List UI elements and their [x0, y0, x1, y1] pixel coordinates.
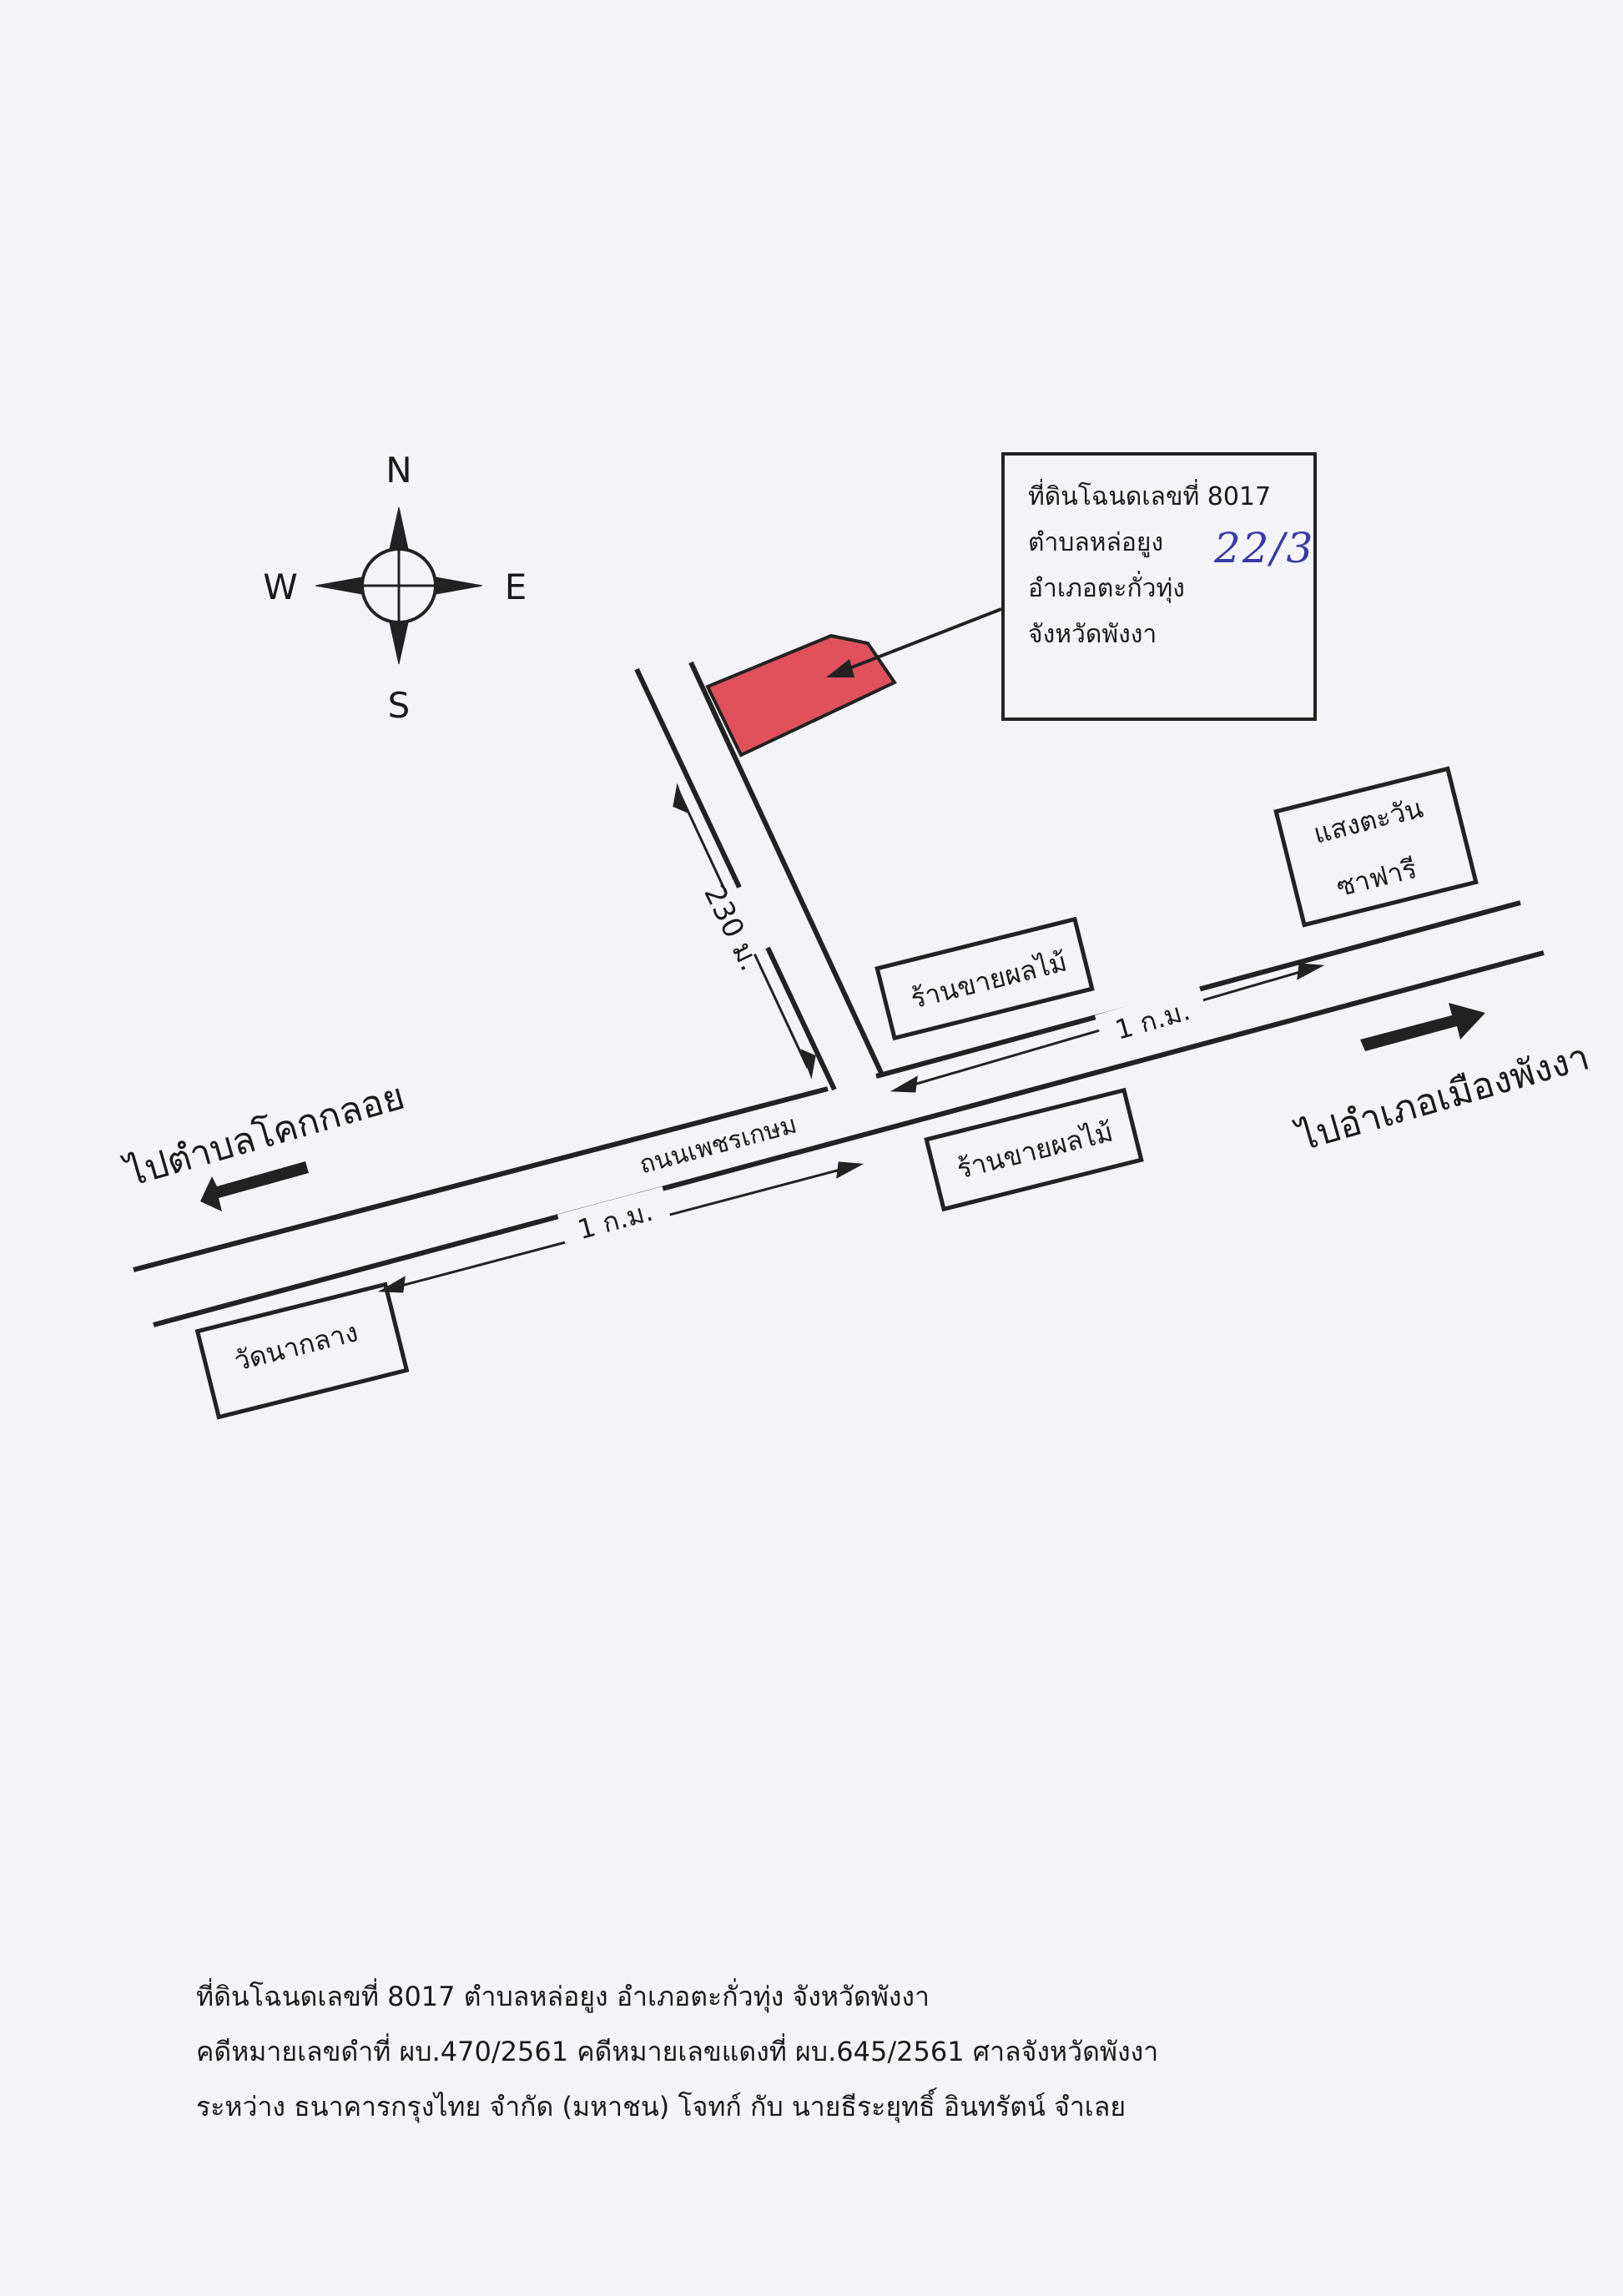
west-direction-arrow	[200, 1161, 309, 1211]
handwritten-number: 22/3	[1214, 524, 1315, 572]
parcel-caption-line4: จังหวัดพังงา	[1028, 620, 1157, 649]
svg-text:วัดนากลาง: วัดนากลาง	[231, 1316, 361, 1377]
compass-s-label: S	[388, 685, 411, 726]
compass-w-label: W	[263, 566, 298, 607]
footer-line2: คดีหมายเลขดำที่ ผบ.470/2561 คดีหมายเลขแด…	[196, 2036, 1159, 2067]
footer-line3: ระหว่าง ธนาคารกรุงไทย จำกัด (มหาชน) โจทก…	[196, 2091, 1127, 2122]
sangtawan-safari: แสงตะวัน ซาฟารี	[1273, 766, 1479, 928]
compass-rose	[315, 506, 483, 665]
parcel-pointer-head	[826, 659, 854, 677]
parcel-caption-box: ที่ดินโฉนดเลขที่ 8017 ตำบลหล่อยูง อำเภอต…	[1001, 452, 1317, 721]
parcel-caption-line1: ที่ดินโฉนดเลขที่ 8017	[1028, 482, 1272, 511]
main-road-label: ถนนเพชรเกษม	[637, 1110, 800, 1180]
fruit-shop-north: ร้านขายผลไม้	[875, 916, 1095, 1041]
compass-e-label: E	[505, 566, 527, 607]
land-parcel	[705, 633, 897, 758]
footer-info: ที่ดินโฉนดเลขที่ 8017 ตำบลหล่อยูง อำเภอต…	[196, 1969, 1531, 2134]
parcel-caption-line3: อำเภอตะกั่วทุ่ง	[1028, 574, 1185, 603]
footer-line1: ที่ดินโฉนดเลขที่ 8017 ตำบลหล่อยูง อำเภอต…	[196, 1981, 930, 2012]
east-direction-arrow	[1360, 1003, 1485, 1051]
svg-text:ซาฟารี: ซาฟารี	[1333, 853, 1420, 903]
compass-n-label: N	[386, 450, 411, 491]
parcel-pointer	[834, 607, 1002, 676]
parcel-caption-line2: ตำบลหล่อยูง	[1028, 528, 1164, 557]
side-road	[634, 661, 884, 1091]
to-east-label: ไปอำเภอเมืองพังงา	[1291, 1035, 1594, 1160]
